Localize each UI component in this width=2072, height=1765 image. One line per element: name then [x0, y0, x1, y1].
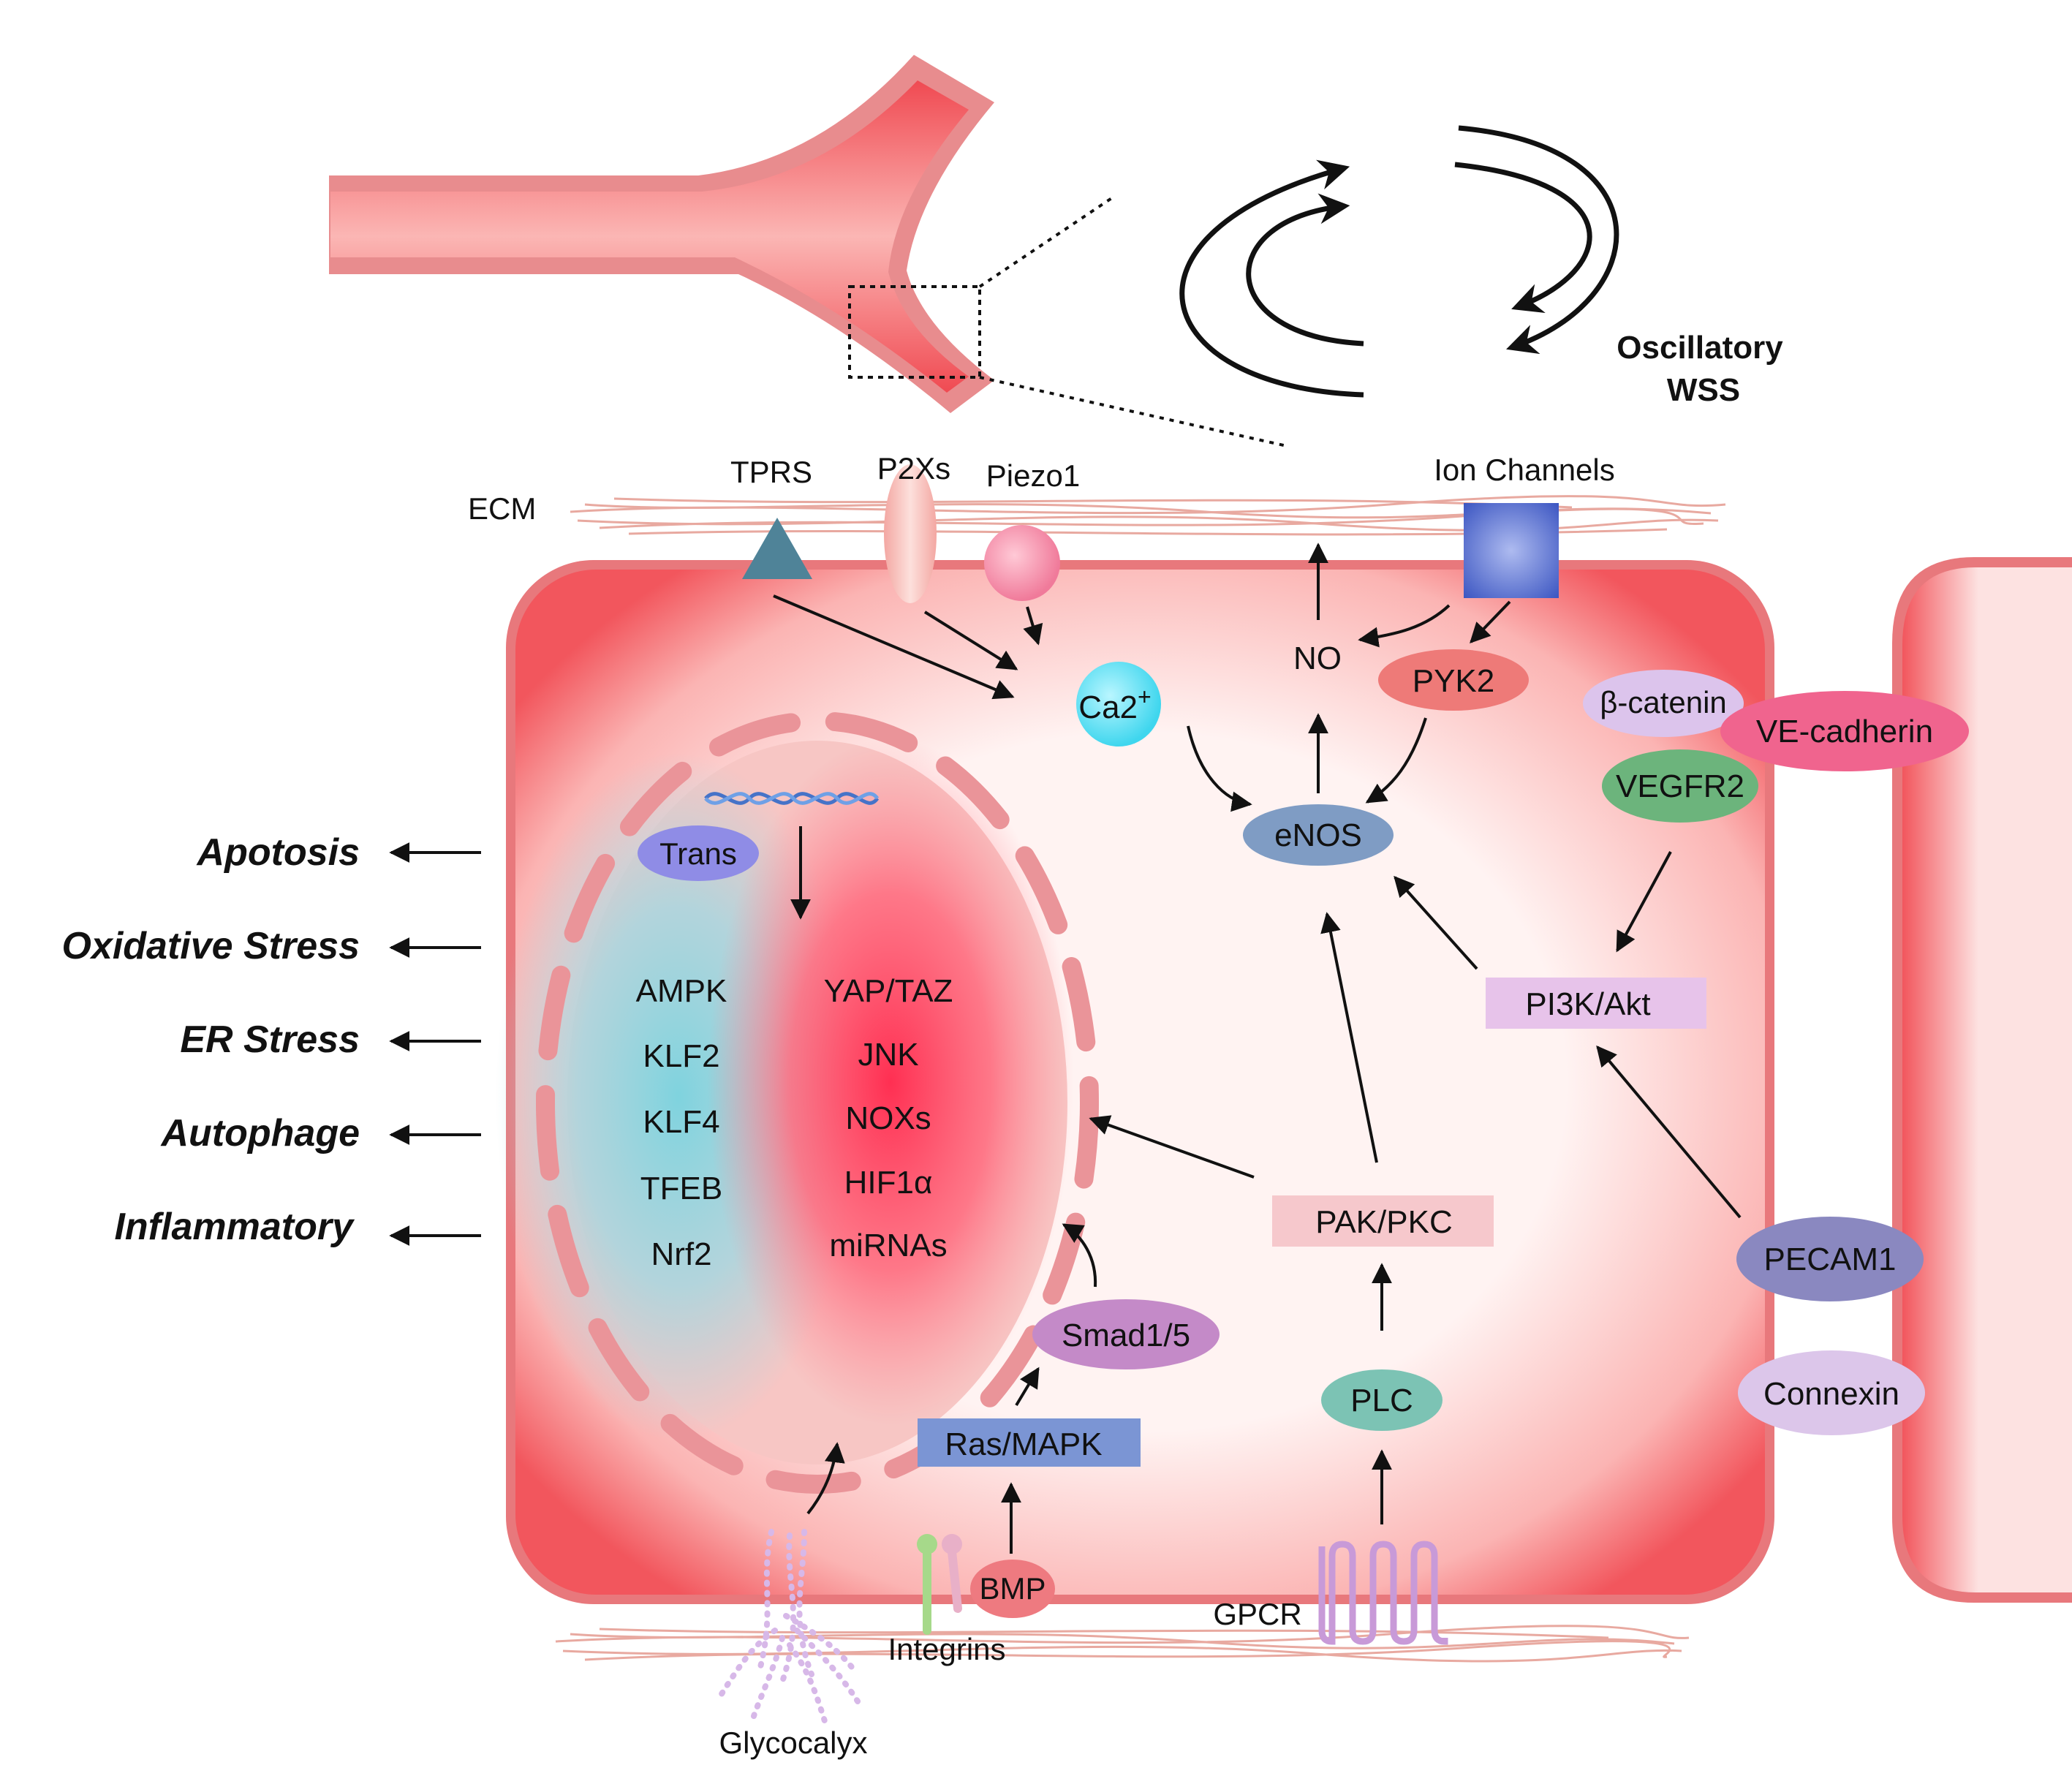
- ion-channel: [1464, 503, 1559, 598]
- trans-node: [638, 825, 759, 881]
- ras-mapk-label: Ras/MAPK: [945, 1426, 1102, 1462]
- pecam1-label: PECAM1: [1764, 1241, 1897, 1277]
- protective-item: TFEB: [640, 1171, 722, 1206]
- piezo1-channel: [984, 525, 1060, 601]
- ve-cadherin-label: VE-cadherin: [1756, 714, 1933, 749]
- p2xs-channel: [884, 464, 937, 603]
- pathogenic-item: YAP/TAZ: [824, 973, 953, 1009]
- ve-cadherin-node: [1720, 691, 1969, 771]
- protective-item: KLF4: [643, 1104, 719, 1140]
- flow-title-line2: WSS: [1667, 372, 1740, 408]
- ca2-node: [1076, 662, 1161, 747]
- ca2-label: Ca2+: [1078, 684, 1151, 725]
- glycocalyx-icon: [717, 1529, 862, 1728]
- gpcr-icon: [1318, 1541, 1448, 1645]
- connexin-label: Connexin: [1763, 1376, 1899, 1412]
- integrins-icon: [917, 1534, 962, 1635]
- ecm-label: ECM: [468, 491, 536, 526]
- pyk2-node: [1378, 649, 1529, 711]
- integrins-label: Integrins: [888, 1632, 1005, 1666]
- ecm-fibers-bottom: [555, 1625, 1690, 1663]
- nucleus: [496, 711, 1099, 1494]
- pecam1-node: [1736, 1217, 1924, 1301]
- outcome-label: Oxidative Stress: [61, 925, 360, 967]
- connexin-node: [1738, 1350, 1925, 1435]
- plc-node: [1321, 1369, 1443, 1431]
- enos-label: eNOS: [1274, 817, 1362, 853]
- pak-pkc-label: PAK/PKC: [1315, 1204, 1452, 1240]
- piezo1-label: Piezo1: [986, 458, 1080, 493]
- tprs-receptor: [742, 518, 812, 579]
- outcome-label: Autophage: [159, 1112, 360, 1154]
- pyk2-label: PYK2: [1413, 663, 1495, 699]
- plc-label: PLC: [1350, 1383, 1413, 1418]
- blood-vessel: [329, 55, 1288, 447]
- cell-outcomes: Apotosis Oxidative Stress ER Stress Auto…: [61, 831, 481, 1248]
- smad-node: [1032, 1299, 1220, 1369]
- pathogenic-item: miRNAs: [829, 1228, 947, 1263]
- beta-catenin-label: β-catenin: [1600, 685, 1727, 719]
- pathogenic-item: HIF1α: [844, 1165, 933, 1201]
- trans-label: Trans: [659, 836, 737, 871]
- zoom-box: [848, 285, 981, 379]
- pak-pkc-node: [1272, 1195, 1494, 1247]
- enos-node: [1243, 804, 1394, 866]
- gpcr-label: GPCR: [1213, 1597, 1301, 1631]
- bmp-label: BMP: [979, 1571, 1046, 1606]
- p2xs-label: P2Xs: [877, 451, 950, 485]
- outcome-label: Inflammatory: [114, 1206, 355, 1248]
- pi3k-akt-node: [1486, 978, 1706, 1029]
- beta-catenin-node: [1583, 670, 1744, 737]
- bmp-node: [970, 1560, 1055, 1618]
- pathogenic-list: YAP/TAZ JNK NOXs HIF1α miRNAs: [824, 973, 953, 1263]
- pathogenic-zone: [708, 738, 1073, 1426]
- ion-channels-label: Ion Channels: [1434, 453, 1615, 487]
- protective-item: KLF2: [643, 1038, 719, 1074]
- oscillatory-flow-arrows: [1179, 125, 1619, 398]
- protective-item: AMPK: [636, 973, 727, 1009]
- ras-mapk-node: [918, 1418, 1141, 1467]
- pathogenic-item: JNK: [858, 1037, 918, 1073]
- zoom-line-top: [978, 196, 1114, 288]
- tprs-label: TPRS: [730, 455, 812, 489]
- outcome-label: ER Stress: [180, 1018, 360, 1061]
- signaling-arrows: [773, 543, 1742, 1554]
- protective-item: Nrf2: [651, 1236, 711, 1272]
- dna-strand-icon: [704, 792, 880, 805]
- pi3k-akt-label: PI3K/Akt: [1525, 986, 1650, 1022]
- nuclear-envelope: [536, 711, 1099, 1494]
- protective-list: AMPK KLF2 KLF4 TFEB Nrf2: [636, 973, 727, 1272]
- glycocalyx-label: Glycocalyx: [719, 1726, 867, 1760]
- ecm-fibers-top: [570, 495, 1726, 536]
- zoom-line-bottom: [979, 376, 1288, 447]
- no-label: NO: [1293, 640, 1342, 676]
- vegfr2-node: [1602, 749, 1758, 823]
- vegfr2-label: VEGFR2: [1616, 768, 1744, 804]
- outcome-label: Apotosis: [196, 831, 360, 874]
- pathogenic-item: NOXs: [845, 1100, 931, 1136]
- neighbor-cell: [1902, 567, 2072, 1592]
- smad-label: Smad1/5: [1062, 1318, 1190, 1353]
- flow-title-line1: Oscillatory: [1617, 330, 1783, 366]
